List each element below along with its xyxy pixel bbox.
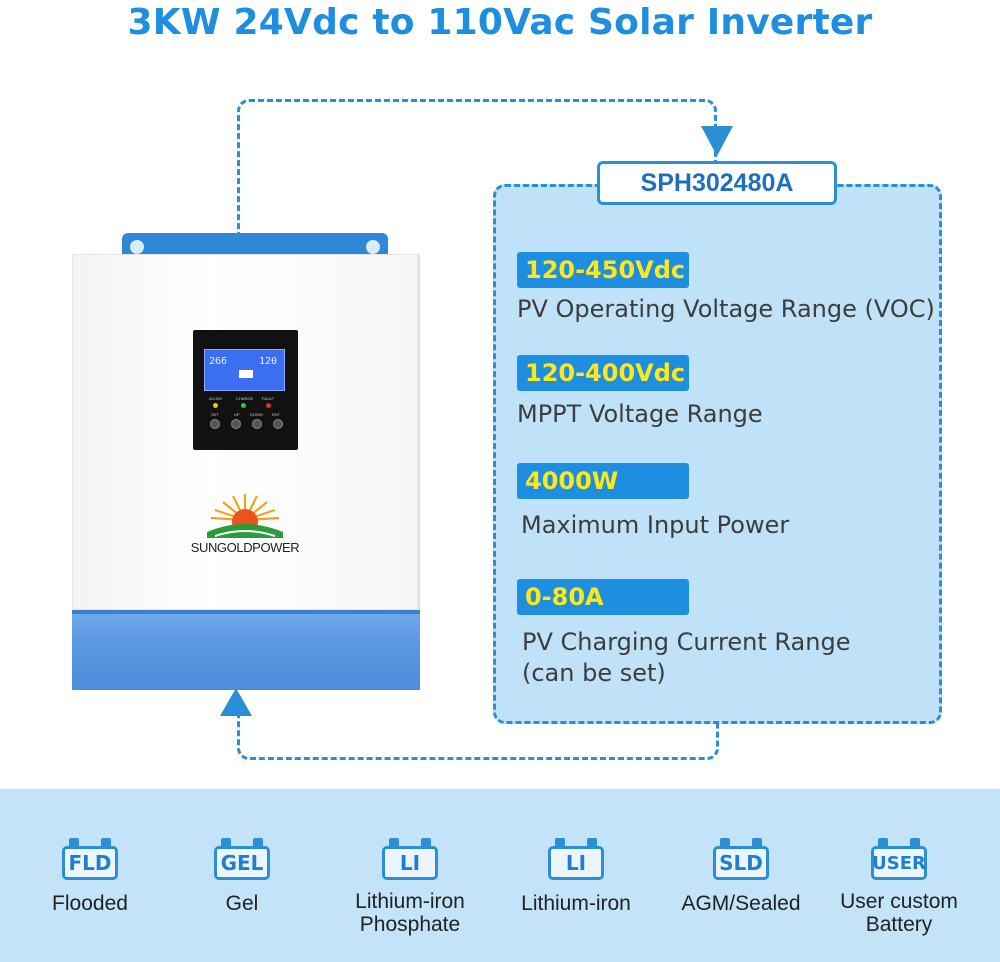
- page-title: 3KW 24Vdc to 110Vac Solar Inverter: [127, 2, 873, 43]
- arrow-up-icon: [220, 688, 252, 716]
- charge-led-icon: [241, 403, 246, 408]
- button-label-up: UP: [234, 412, 240, 417]
- battery-flooded: FLD Flooded: [40, 838, 140, 915]
- battery-label: Lithium-iron: [355, 890, 465, 913]
- battery-label: Flooded: [52, 892, 128, 915]
- battery-label: User custom: [840, 890, 958, 913]
- lcd-left-reading: 266: [209, 356, 228, 367]
- battery-icon: USER: [871, 838, 927, 880]
- led-label-charge: CHARGE: [236, 396, 254, 401]
- lcd-right-reading: 120: [259, 356, 278, 367]
- battery-label: Lithium-iron: [521, 892, 631, 915]
- spec-value-charge-current: 0-80A: [517, 579, 689, 615]
- battery-gel: GEL Gel: [192, 838, 292, 915]
- battery-icon: SLD: [713, 838, 769, 880]
- battery-label: AGM/Sealed: [681, 892, 801, 915]
- battery-label-line2: Battery: [865, 913, 933, 936]
- battery-label-line2: Phosphate: [359, 913, 461, 936]
- inverter-lcd-screen: 266 120: [204, 349, 285, 391]
- battery-lithium-iron: LI Lithium-iron: [506, 838, 646, 915]
- battery-agm-sealed: SLD AGM/Sealed: [671, 838, 811, 915]
- down-button: [252, 419, 262, 429]
- led-label-acinv: AC/INV: [209, 396, 223, 401]
- model-number: SPH302480A: [597, 161, 837, 205]
- spec-label-mppt-voltage: MPPT Voltage Range: [517, 400, 763, 428]
- enter-button: [273, 419, 283, 429]
- battery-icon: FLD: [62, 838, 118, 880]
- fault-led-icon: [266, 403, 271, 408]
- bottom-connector-line: [237, 700, 719, 760]
- inverter-base: [72, 610, 420, 690]
- arrow-down-icon: [701, 126, 733, 156]
- ac-led-icon: [213, 403, 218, 408]
- button-label-down: DOWN: [250, 412, 263, 417]
- battery-label: Gel: [225, 892, 259, 915]
- spec-label-charge-current-note: (can be set): [522, 659, 666, 687]
- battery-icon: GEL: [214, 838, 270, 880]
- battery-lifepo4: LI Lithium-iron Phosphate: [340, 838, 480, 936]
- button-label-ent: ENT: [272, 412, 280, 417]
- up-button: [231, 419, 241, 429]
- spec-label-pv-voltage: PV Operating Voltage Range (VOC): [517, 295, 935, 323]
- battery-icon: LI: [548, 838, 604, 880]
- spec-value-mppt-voltage: 120-400Vdc: [517, 355, 689, 391]
- spec-label-charge-current: PV Charging Current Range: [522, 628, 851, 656]
- spec-label-max-power: Maximum Input Power: [521, 511, 790, 539]
- lcd-battery-icon: [239, 370, 253, 378]
- battery-icon: LI: [382, 838, 438, 880]
- led-label-fault: FAULT: [262, 396, 275, 401]
- button-label-set: SET: [211, 412, 219, 417]
- spec-value-pv-voltage: 120-450Vdc: [517, 252, 689, 288]
- set-button: [210, 419, 220, 429]
- battery-user-custom: USER User custom Battery: [828, 838, 970, 936]
- sun-logo-icon: [207, 494, 283, 538]
- brand-logo-text: SUNGOLDPOWER: [190, 540, 300, 555]
- spec-value-max-power: 4000W: [517, 463, 689, 499]
- battery-types-bar: [0, 789, 1000, 962]
